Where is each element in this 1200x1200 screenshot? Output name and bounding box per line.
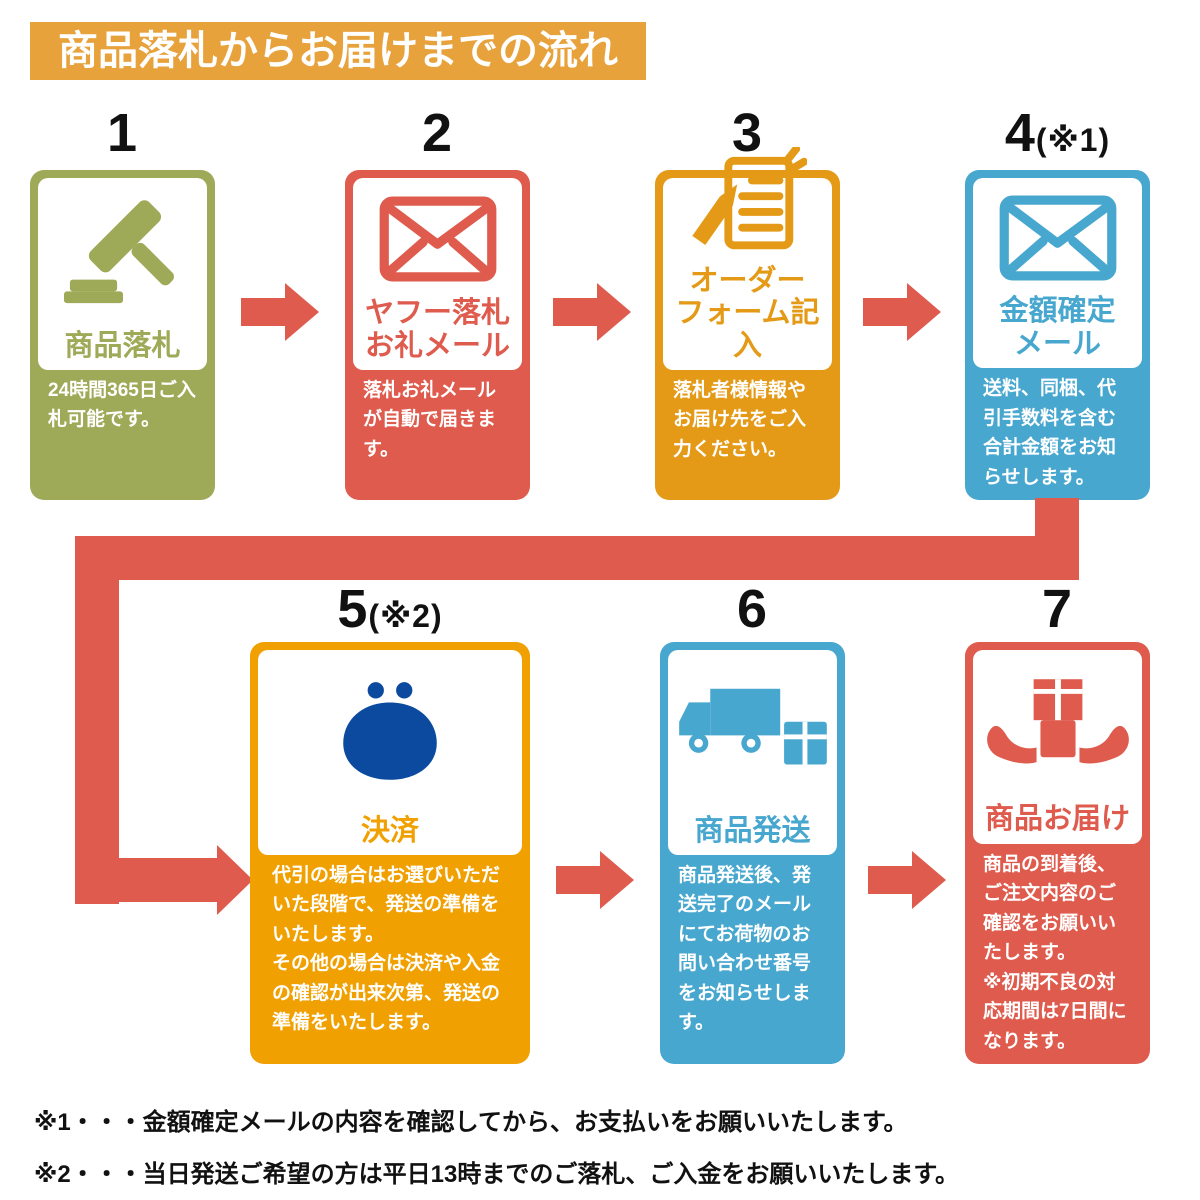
step-icon-title-panel: 商品発送 bbox=[668, 650, 837, 855]
truck-icon bbox=[675, 681, 831, 783]
arrow-head bbox=[907, 283, 941, 341]
flow-arrow-right bbox=[556, 851, 634, 909]
step-number-6: 6 bbox=[660, 578, 845, 640]
step-number-1: 1 bbox=[30, 102, 215, 164]
step-number-note: (※1) bbox=[1035, 122, 1111, 158]
page-title: 商品落札からお届けまでの流れ bbox=[30, 22, 646, 80]
step-title: ヤフー落札 お礼メール bbox=[364, 297, 510, 362]
step-number-main: 1 bbox=[106, 103, 139, 163]
step-number-main: 2 bbox=[421, 103, 454, 163]
step-card-thankyou-mail: ヤフー落札 お礼メール 落札お礼メールが自動で届きます。 bbox=[345, 170, 530, 500]
footnote-2: ※2・・・当日発送ご希望の方は平日13時までのご落札、ご入金をお願いいたします。 bbox=[34, 1161, 959, 1188]
step-card-auction-win: 商品落札 24時間365日ご入札可能です。 bbox=[30, 170, 215, 500]
purse-icon bbox=[329, 676, 451, 788]
step-number-3: 3 bbox=[655, 102, 840, 164]
step-icon-title-panel: オーダー フォーム記入 bbox=[663, 146, 832, 370]
step-number-2: 2 bbox=[345, 102, 530, 164]
arrow-shaft bbox=[868, 866, 912, 894]
arrow-head bbox=[600, 851, 634, 909]
step-description: 24時間365日ご入札可能です。 bbox=[48, 380, 196, 431]
step-card-price-mail: 金額確定 メール 送料、同梱、代引手数料を含む合計金額をお知らせします。 bbox=[965, 170, 1150, 500]
flow-connector-segment bbox=[75, 536, 1079, 580]
step-card-order-form: オーダー フォーム記入 落札者様情報やお届け先をご入力ください。 bbox=[655, 146, 840, 500]
step-number-main: 5 bbox=[337, 579, 369, 639]
step-title: 決済 bbox=[360, 814, 419, 847]
step-icon-title-panel: 金額確定 メール bbox=[973, 178, 1142, 369]
step-title: 商品発送 bbox=[694, 814, 811, 847]
step-number-5: 5(※2) bbox=[250, 578, 530, 640]
step-title: オーダー フォーム記入 bbox=[675, 264, 820, 362]
flow-connector-arrow-head bbox=[217, 845, 253, 915]
step-number-4: 4(※1) bbox=[955, 102, 1160, 164]
step-description: 落札お礼メールが自動で届きます。 bbox=[363, 380, 497, 460]
step-title: 商品落札 bbox=[64, 329, 181, 362]
gavel-icon bbox=[63, 195, 182, 313]
step-card-shipping: 商品発送 商品発送後、発送完了のメールにてお荷物のお問い合わせ番号をお知らせしま… bbox=[660, 642, 845, 1064]
arrow-shaft bbox=[556, 866, 600, 894]
step-card-delivery: 商品お届け 商品の到着後、ご注文内容のご確認をお願いいたします。 ※初期不良の対… bbox=[965, 642, 1150, 1064]
arrow-head bbox=[597, 283, 631, 341]
mail-icon bbox=[374, 186, 502, 290]
step-description: 商品の到着後、ご注文内容のご確認をお願いいたします。 ※初期不良の対応期間は7日… bbox=[983, 853, 1127, 1052]
step-icon-title-panel: 決済 bbox=[258, 650, 522, 855]
step-number-main: 7 bbox=[1041, 579, 1074, 639]
step-description: 送料、同梱、代引手数料を含む合計金額をお知らせします。 bbox=[983, 378, 1117, 488]
step-number-main: 6 bbox=[736, 579, 769, 639]
arrow-shaft bbox=[553, 298, 597, 326]
flow-arrow-right bbox=[868, 851, 946, 909]
flow-arrow-right bbox=[241, 283, 319, 341]
step-number-main: 3 bbox=[731, 103, 764, 163]
arrow-head bbox=[912, 851, 946, 909]
arrow-head bbox=[285, 283, 319, 341]
step-number-main: 4 bbox=[1004, 103, 1036, 163]
step-title: 金額確定 メール bbox=[999, 295, 1116, 360]
flow-arrow-right bbox=[863, 283, 941, 341]
arrow-shaft bbox=[241, 298, 285, 326]
footnote-1: ※1・・・金額確定メールの内容を確認してから、お支払いをお願いいたします。 bbox=[34, 1109, 908, 1136]
flow-connector-segment bbox=[75, 536, 119, 904]
step-description: 代引の場合はお選びいただいた段階で、発送の準備をいたします。 その他の場合は決済… bbox=[272, 865, 501, 1034]
step-number-note: (※2) bbox=[368, 598, 443, 634]
flow-connector-segment bbox=[75, 858, 217, 902]
step-description: 落札者様情報やお届け先をご入力ください。 bbox=[673, 380, 807, 460]
step-icon-title-panel: 商品お届け bbox=[973, 650, 1142, 844]
step-description: 商品発送後、発送完了のメールにてお荷物のお問い合わせ番号をお知らせします。 bbox=[678, 865, 812, 1034]
step-icon-title-panel: 商品落札 bbox=[38, 178, 207, 370]
step-card-payment: 決済 代引の場合はお選びいただいた段階で、発送の準備をいたします。 その他の場合… bbox=[250, 642, 530, 1064]
flow-arrow-right bbox=[553, 283, 631, 341]
step-number-7: 7 bbox=[965, 578, 1150, 640]
step-icon-title-panel: ヤフー落札 お礼メール bbox=[353, 178, 522, 370]
step-title: 商品お届け bbox=[984, 803, 1130, 836]
delivery-hands-icon bbox=[980, 673, 1136, 781]
mail-icon bbox=[994, 185, 1122, 289]
arrow-shaft bbox=[863, 298, 907, 326]
order-form-icon bbox=[689, 146, 807, 265]
